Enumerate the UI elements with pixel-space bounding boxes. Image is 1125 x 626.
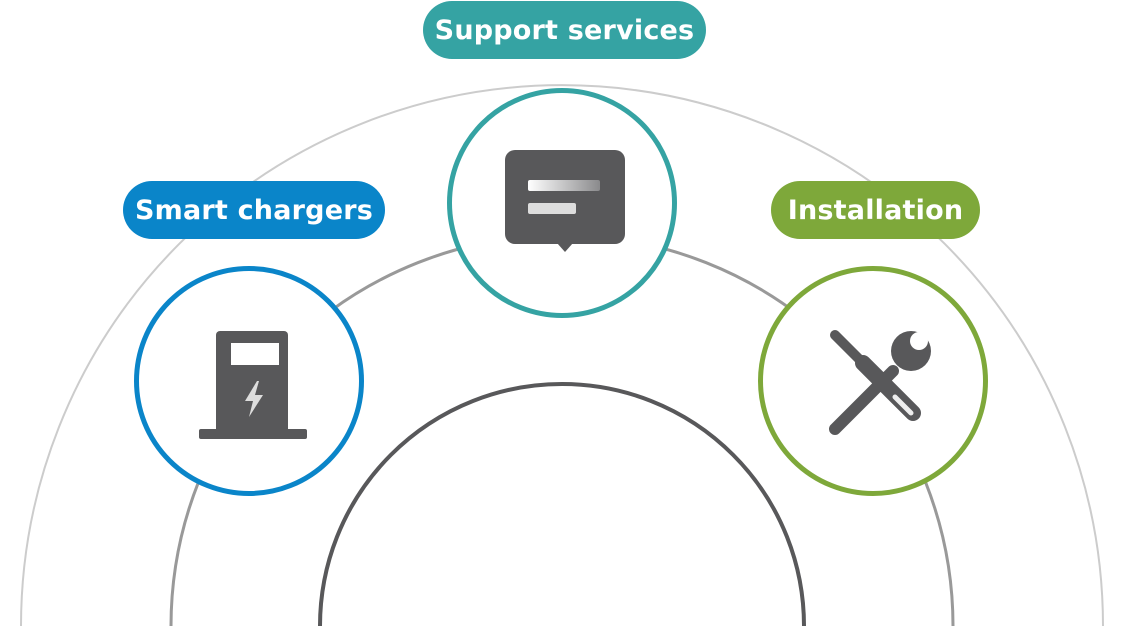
- ev-charger-icon: [199, 331, 307, 439]
- outer-ring: [20, 84, 1104, 626]
- inner-ring: [318, 382, 806, 626]
- chat-bubble-icon: [505, 150, 625, 252]
- support-services-label: Support services: [423, 1, 706, 59]
- smart-chargers-node: [134, 266, 364, 496]
- installation-label: Installation: [771, 181, 980, 239]
- smart-chargers-label: Smart chargers: [123, 181, 385, 239]
- support-services-node: [447, 88, 677, 318]
- wrench-screwdriver-icon: [829, 330, 931, 435]
- installation-node: [758, 266, 988, 496]
